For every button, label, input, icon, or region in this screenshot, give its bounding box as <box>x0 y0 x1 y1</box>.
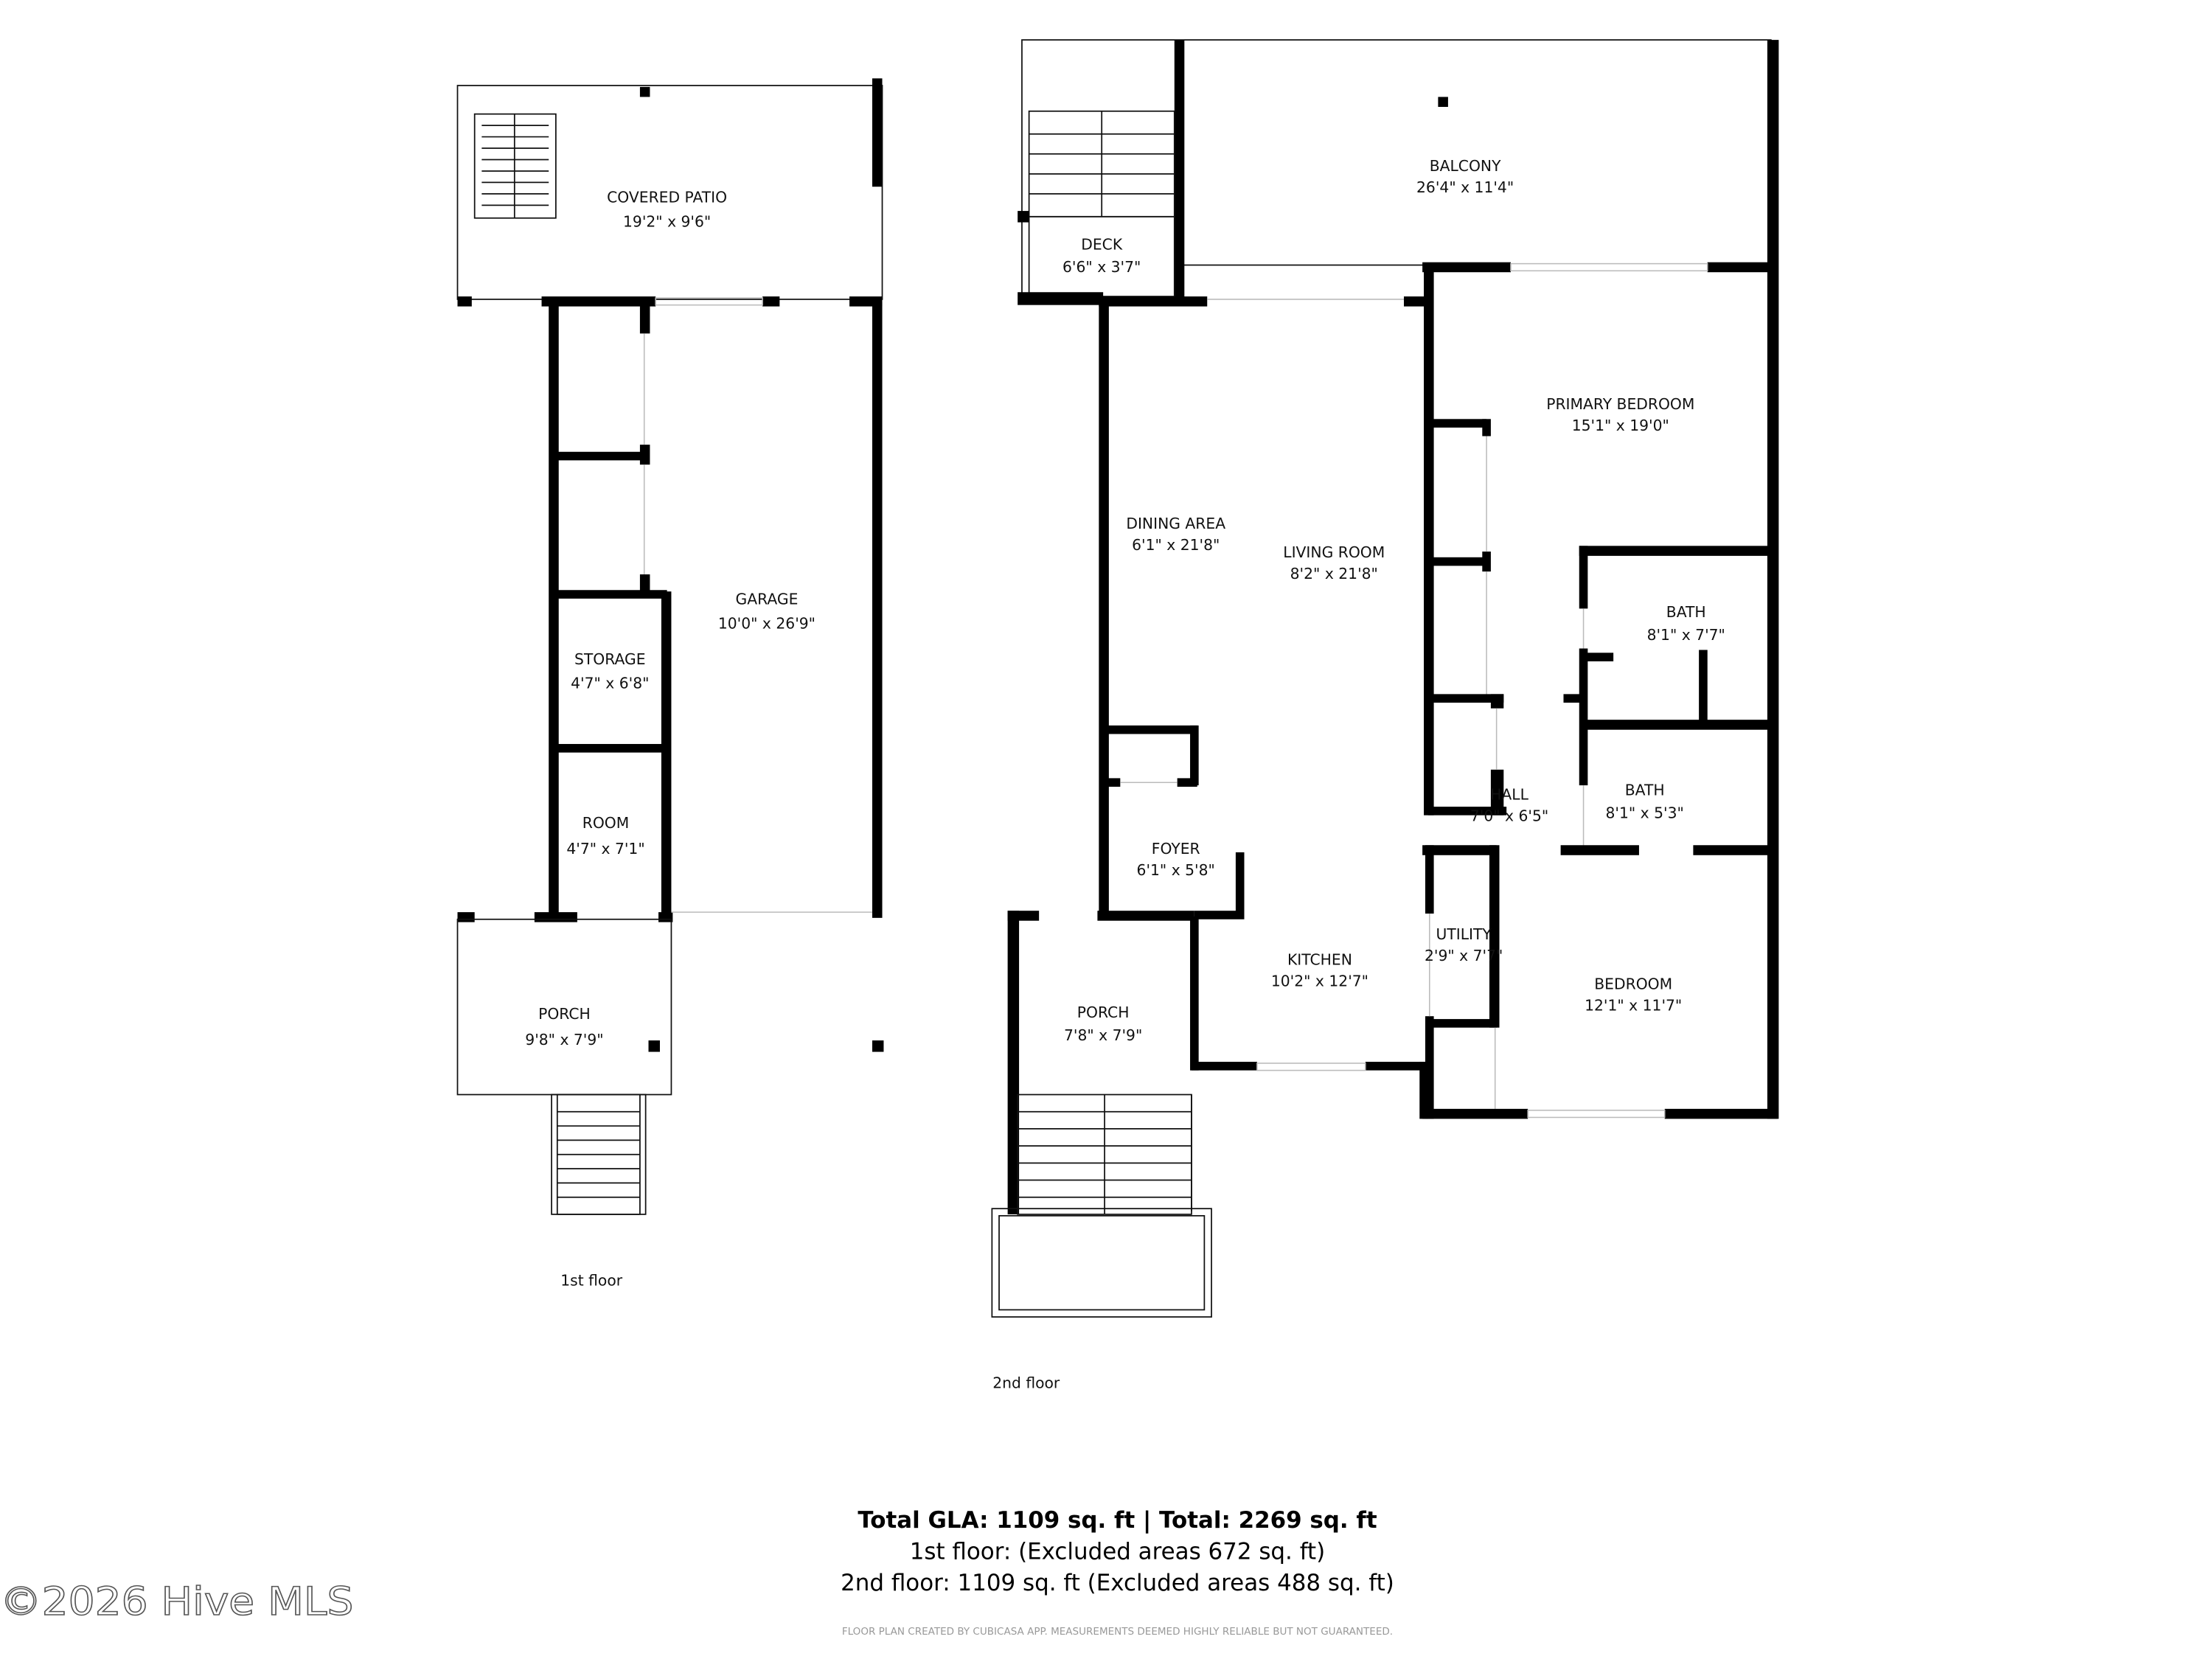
room-size: 19'2" x 9'6" <box>623 212 711 230</box>
room-size: 4'7" x 7'1" <box>566 840 644 858</box>
room-name: STORAGE <box>574 650 646 668</box>
room-size: 6'1" x 21'8" <box>1132 536 1220 554</box>
window <box>1527 1110 1666 1119</box>
room-name: PORCH <box>538 1005 591 1023</box>
room-size: 8'2" x 21'8" <box>1290 565 1378 582</box>
room-size: 10'0" x 26'9" <box>718 614 815 632</box>
room-size: 15'1" x 19'0" <box>1572 417 1669 434</box>
room-size: 6'6" x 3'7" <box>1062 258 1141 276</box>
covered-patio-outline <box>456 85 883 300</box>
room-name: PORCH <box>1077 1004 1130 1021</box>
room-name: HALL <box>1490 785 1528 803</box>
room-size: 12'1" x 11'7" <box>1585 996 1682 1014</box>
room-name: DINING AREA <box>1126 515 1225 532</box>
wall <box>872 78 883 187</box>
post <box>639 86 650 97</box>
window <box>1256 1062 1366 1071</box>
window <box>1510 262 1708 272</box>
stairs-icon <box>551 1093 647 1215</box>
floor-label: 1st floor <box>560 1272 622 1290</box>
room-size: 4'7" x 6'8" <box>571 675 649 692</box>
watermark: ©2026 Hive MLS <box>0 1580 353 1624</box>
room-size: 10'2" x 12'7" <box>1271 973 1368 990</box>
stairs-icon <box>1017 1093 1192 1215</box>
room-size: 8'1" x 5'3" <box>1606 804 1684 822</box>
disclaimer: FLOOR PLAN CREATED BY CUBICASA APP. MEAS… <box>842 1626 1393 1638</box>
room-size: 6'1" x 5'8" <box>1137 861 1215 879</box>
stairs-icon <box>473 113 557 219</box>
room-size: 7'8" x 7'9" <box>1064 1026 1142 1044</box>
room-name: KITCHEN <box>1287 951 1352 969</box>
floor-label: 2nd floor <box>992 1374 1060 1392</box>
room-name: BATH <box>1625 782 1665 799</box>
first-floor-plan: COVERED PATIO 19'2" x 9'6" GARAGE 10'0" … <box>456 78 884 1290</box>
total-area: Total GLA: 1109 sq. ft | Total: 2269 sq.… <box>858 1507 1377 1534</box>
room-name: BATH <box>1666 603 1706 621</box>
second-floor-plan: BALCONY 26'4" x 11'4" DECK 6'6" x 3'7" P… <box>991 39 1779 1392</box>
room-name: FOYER <box>1152 840 1200 858</box>
garage-window <box>655 297 763 306</box>
room-name: PRIMARY BEDROOM <box>1546 395 1694 413</box>
first-floor-area: 1st floor: (Excluded areas 672 sq. ft) <box>910 1539 1326 1565</box>
room-name: BALCONY <box>1430 157 1501 175</box>
room-size: 9'8" x 7'9" <box>525 1031 603 1048</box>
room-name: ROOM <box>582 814 630 832</box>
landing-outline <box>991 1208 1212 1318</box>
room-size: 7'0" x 6'5" <box>1470 807 1548 824</box>
room-name: DECK <box>1081 235 1123 253</box>
room-name: UTILITY <box>1436 925 1492 943</box>
deck-outline <box>1028 215 1175 297</box>
room-name: BEDROOM <box>1594 975 1672 992</box>
room-name: GARAGE <box>735 591 798 608</box>
room-size: 8'1" x 7'7" <box>1647 626 1725 644</box>
room-name: COVERED PATIO <box>607 188 727 206</box>
second-floor-area: 2nd floor: 1109 sq. ft (Excluded areas 4… <box>841 1570 1394 1596</box>
room-size: 2'9" x 7'7" <box>1425 947 1503 964</box>
room-size: 26'4" x 11'4" <box>1416 178 1514 196</box>
stairs-icon <box>1028 110 1175 218</box>
room-name: LIVING ROOM <box>1283 543 1385 561</box>
